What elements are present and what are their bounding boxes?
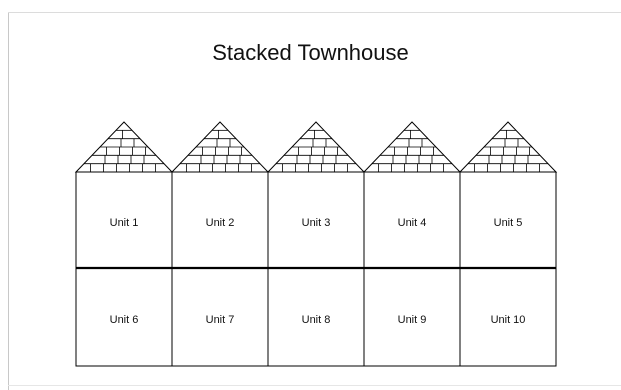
unit-label-5: Unit 5 — [494, 217, 523, 229]
unit-label-10: Unit 10 — [491, 314, 526, 326]
unit-label-7: Unit 7 — [206, 314, 235, 326]
unit-label-9: Unit 9 — [398, 314, 427, 326]
unit-label-4: Unit 4 — [398, 217, 427, 229]
unit-label-8: Unit 8 — [302, 314, 331, 326]
roof-row — [76, 122, 556, 172]
unit-label-1: Unit 1 — [110, 217, 139, 229]
unit-label-6: Unit 6 — [110, 314, 139, 326]
unit-label-2: Unit 2 — [206, 217, 235, 229]
roof-5 — [460, 122, 556, 172]
roof-3 — [268, 122, 364, 172]
roof-2 — [172, 122, 268, 172]
unit-grid — [76, 172, 556, 366]
roof-4 — [364, 122, 460, 172]
roof-1 — [76, 122, 172, 172]
unit-label-3: Unit 3 — [302, 217, 331, 229]
